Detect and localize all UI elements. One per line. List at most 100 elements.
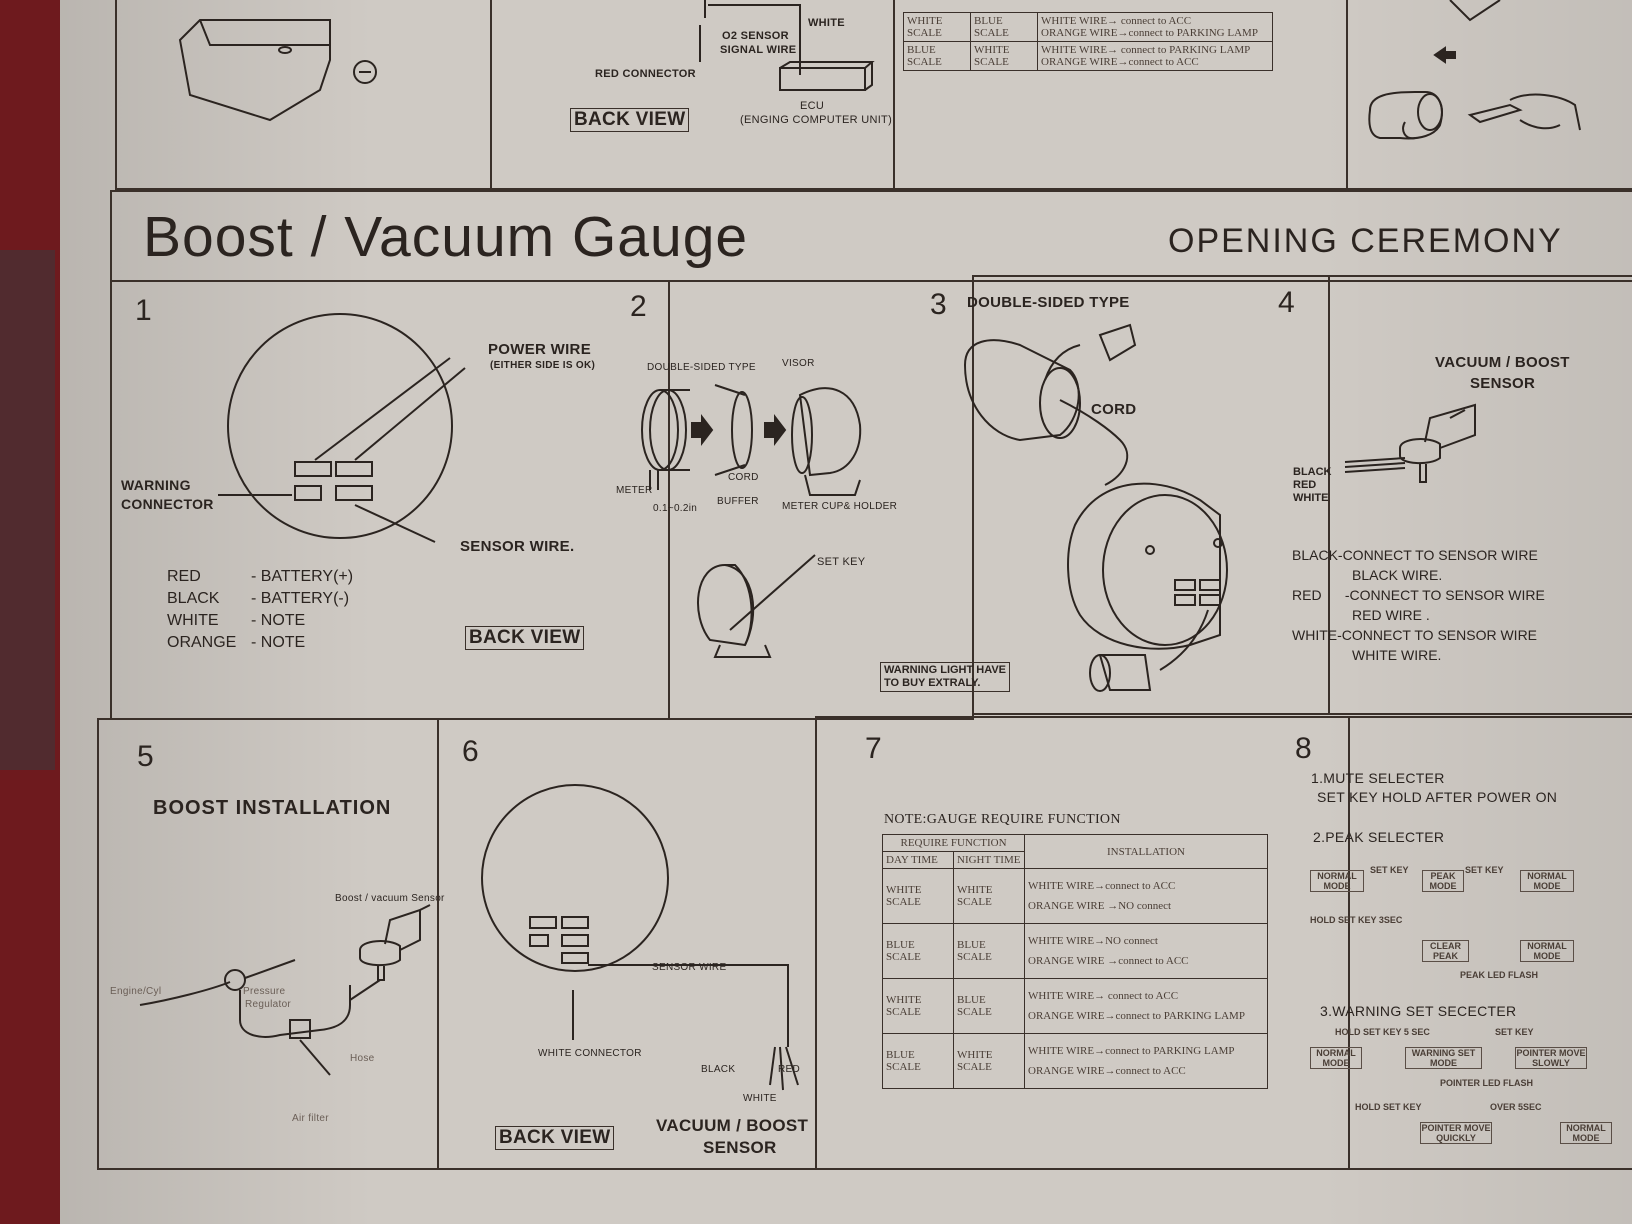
mode-box: NORMAL MODE (1520, 870, 1574, 892)
table-cell: WHITE WIRE→ connect to ACC ORANGE WIRE→co… (1024, 978, 1268, 1034)
mode-box: NORMAL MODE (1560, 1122, 1612, 1144)
cord-label: CORD (728, 472, 759, 483)
step-number: 1 (135, 294, 152, 327)
top-panel-visor (1346, 0, 1632, 190)
page-title: Boost / Vacuum Gauge (143, 205, 749, 269)
sensor-wire-colors: BLACK RED WHITE (1293, 466, 1332, 505)
cup-holder-label: METER CUP& HOLDER (782, 501, 898, 512)
step-number: 5 (137, 740, 154, 773)
warning-line: TO BUY EXTRALY. (884, 677, 981, 689)
mode-box: CLEAR PEAK (1422, 940, 1469, 962)
table-line: ORANGE WIRE →NO connect (1028, 900, 1172, 912)
legend-row: ORANGE- NOTE (167, 632, 353, 654)
sensor-wire-label: SENSOR WIRE (652, 962, 727, 973)
black-wire-label: BLACK (701, 1064, 736, 1075)
page-subtitle: OPENING CEREMONY (1168, 222, 1563, 260)
table-line: ORANGE WIRE→connect to ACC (1028, 1065, 1186, 1077)
air-filter-label: Air filter (292, 1113, 329, 1124)
sensor-title: VACUUM / BOOST (656, 1116, 809, 1135)
table-cell: BLUE SCALE (953, 978, 1025, 1034)
instruction-line: WHITE-CONNECT TO SENSOR WIRE (1292, 627, 1538, 643)
boost-installation-diagram (139, 904, 431, 1076)
table-cell: WHITE SCALE (953, 868, 1025, 924)
table-line: WHITE WIRE→ connect to ACC (1041, 15, 1192, 27)
table-header-row: REQUIRE FUNCTION INSTALLATION (882, 834, 1268, 869)
gauge-back-wiring-diagram (481, 784, 799, 1091)
table-row: WHITE SCALE BLUE SCALE WHITE WIRE→ conne… (882, 978, 1268, 1034)
step-number: 6 (462, 735, 479, 768)
instruction-line: RED -CONNECT TO SENSOR WIRE (1292, 587, 1545, 603)
signal-wire-label: SIGNAL WIRE (720, 44, 797, 56)
step-number: 7 (865, 732, 882, 765)
visor-label: VISOR (782, 358, 815, 369)
table-header-row: DAY TIME NIGHT TIME (882, 851, 1268, 869)
table-cell: WHITE WIRE→connect to ACC ORANGE WIRE →NO… (1024, 868, 1268, 924)
set-key-note: SET KEY (1370, 865, 1409, 875)
hold-note: HOLD SET KEY 3SEC (1310, 915, 1403, 925)
cord-mount-diagram (963, 323, 1228, 692)
table-cell: BLUE SCALE (882, 923, 954, 979)
ecu-wiring (699, 0, 875, 91)
column-header: DAY TIME (882, 851, 954, 869)
instruction-line: RED WIRE . (1352, 607, 1430, 623)
table-line: WHITE WIRE→ connect to PARKING LAMP (1041, 44, 1251, 56)
sensor-wire-label: SENSOR WIRE. (460, 538, 575, 555)
legend-row: BLACK- BATTERY(-) (167, 588, 353, 610)
step-number: 8 (1295, 732, 1312, 765)
battery-icon (178, 19, 377, 122)
warning-flow: HOLD SET KEY 5 SEC SET KEY NORMAL MODE W… (1310, 1025, 1630, 1165)
legend-value: - BATTERY(+) (251, 568, 354, 585)
led-note: POINTER LED FLASH (1440, 1078, 1534, 1088)
mode-box: POINTER MOVE SLOWLY (1515, 1047, 1587, 1069)
double-sided-label: DOUBLE-SIDED TYPE (647, 362, 756, 373)
sensor-wire-instructions: BLACK-CONNECT TO SENSOR WIRE BLACK WIRE.… (1292, 545, 1545, 665)
buffer-label: BUFFER (717, 496, 759, 507)
table-line: WHITE WIRE→connect to ACC (1028, 880, 1176, 892)
o2-sensor-label: O2 SENSOR (722, 30, 789, 42)
connector-label: CONNECTOR (121, 496, 214, 512)
engine-label: Engine/Cyl (110, 986, 162, 997)
boost-sensor-label: Boost / vacuum Sensor (335, 893, 445, 904)
legend-color: WHITE (167, 612, 219, 629)
back-view-label: BACK VIEW (495, 1126, 615, 1150)
mode-box: NORMAL MODE (1310, 1047, 1362, 1069)
gauge-exploded-diagram (641, 384, 862, 496)
table-line: ORANGE WIRE→connect to PARKING LAMP (1028, 1010, 1245, 1022)
table-line: WHITE WIRE→NO connect (1028, 935, 1158, 947)
mode-box: WARNING SET MODE (1405, 1047, 1482, 1069)
cord-label: CORD (1091, 401, 1137, 418)
table-row: WHITE SCALE BLUE SCALE WHITE WIRE→ conne… (903, 12, 1273, 42)
double-sided-title: DOUBLE-SIDED TYPE (967, 294, 1130, 311)
led-note: PEAK LED FLASH (1460, 970, 1539, 980)
peak-flow: NORMAL MODE SET KEY PEAK MODE SET KEY NO… (1310, 860, 1630, 980)
table-line: WHITE WIRE→ connect to ACC (1028, 990, 1179, 1002)
gauge-function-note: NOTE:GAUGE REQUIRE FUNCTION (884, 812, 1121, 827)
table-cell: WHITE SCALE (882, 868, 954, 924)
dimension-label: 0.1~0.2in (653, 503, 698, 514)
table-line: ORANGE WIRE→connect to ACC (1041, 56, 1199, 68)
panel-8 (1348, 716, 1632, 1170)
column-header: INSTALLATION (1024, 834, 1268, 869)
legend-value: - NOTE (251, 634, 306, 651)
mute-selector-desc: SET KEY HOLD AFTER POWER ON (1317, 789, 1558, 805)
table-row: WHITE SCALE WHITE SCALE WHITE WIRE→conne… (882, 868, 1268, 924)
instruction-sheet: O2 SENSOR SIGNAL WIRE WHITE RED CONNECTO… (60, 0, 1632, 1224)
hose-label: Hose (350, 1053, 375, 1064)
set-key-note: SET KEY (1495, 1027, 1534, 1037)
instruction-line: BLACK WIRE. (1352, 567, 1443, 583)
wire-color: RED (1293, 479, 1317, 491)
hold-note: HOLD SET KEY 5 SEC (1335, 1027, 1430, 1037)
ecu-description: (ENGING COMPUTER UNIT) (740, 114, 893, 126)
table-row: BLUE SCALE BLUE SCALE WHITE WIRE→NO conn… (882, 923, 1268, 979)
table-cell: WHITE SCALE (970, 41, 1038, 71)
legend-value: - BATTERY(-) (251, 590, 350, 607)
wire-color: WHITE (1293, 492, 1329, 504)
warning-line: WARNING LIGHT HAVE (884, 664, 1007, 676)
table-line: WHITE WIRE→connect to PARKING LAMP (1028, 1045, 1235, 1057)
table-cell: WHITE WIRE→connect to PARKING LAMP ORANGE… (1024, 1033, 1268, 1089)
visor-install-icon (1368, 0, 1581, 140)
column-header: REQUIRE FUNCTION (882, 834, 1025, 852)
panel-4 (1328, 275, 1632, 715)
gauge-back-diagram (218, 313, 466, 543)
